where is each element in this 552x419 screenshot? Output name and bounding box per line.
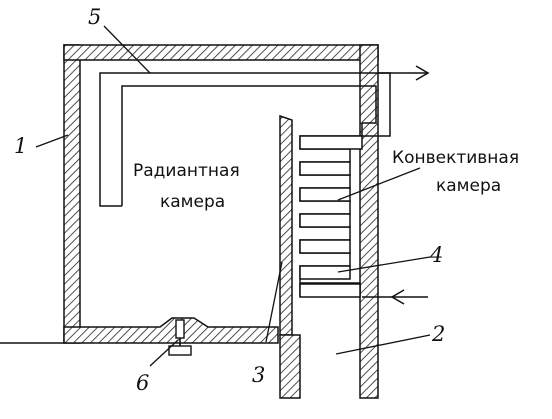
callout-4: 4 (429, 243, 443, 267)
convective-label-line1: Конвективная (392, 148, 519, 168)
radiant-label-line1: Радиантная (133, 161, 240, 181)
right-wall (359, 44, 379, 399)
callout-1: 1 (14, 134, 27, 158)
callout-6: 6 (136, 371, 149, 395)
burner (168, 319, 192, 356)
leader-4 (337, 256, 431, 273)
bridge-wall (279, 114, 301, 399)
leader-2 (335, 334, 431, 355)
callout-5: 5 (88, 5, 101, 29)
outlet-arrow (378, 65, 430, 81)
leader-3 (265, 261, 283, 343)
inlet-arrow (362, 289, 428, 305)
leader-conv-label (337, 167, 421, 201)
leader-6 (149, 339, 179, 367)
convective-coil-loops (299, 135, 363, 298)
callout-2: 2 (431, 322, 445, 346)
radiant-label-line2: камера (160, 192, 225, 212)
leader-5 (103, 25, 151, 74)
left-wall (63, 44, 81, 344)
roof (63, 44, 379, 61)
radiant-coil-inner (121, 85, 377, 206)
callout-3: 3 (252, 363, 265, 387)
radiant-coil (99, 72, 391, 207)
leader-1 (35, 134, 69, 148)
convective-label-line2: камера (436, 176, 501, 196)
hearth-floor (63, 317, 279, 344)
furnace-walls (63, 44, 379, 399)
leader-lines (35, 25, 431, 367)
